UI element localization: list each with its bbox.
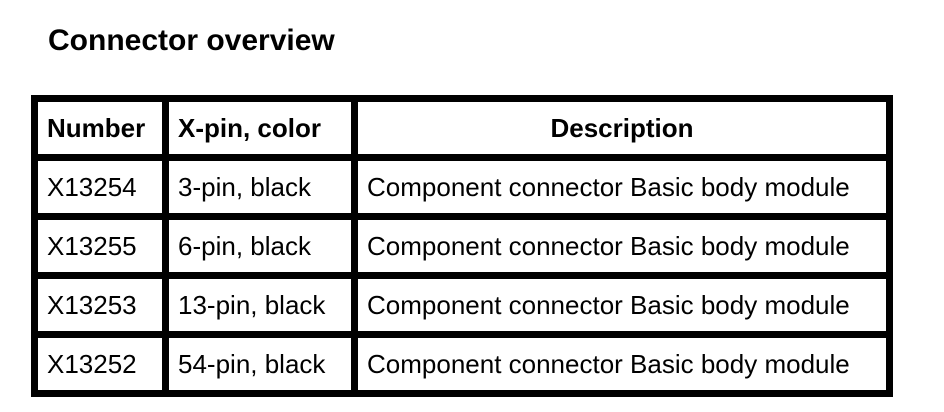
table-row: X13253 13-pin, black Component connector… [31, 272, 893, 338]
column-header-number: Number [31, 95, 169, 161]
cell-number: X13253 [31, 272, 169, 338]
table-row: X13254 3-pin, black Component connector … [31, 154, 893, 220]
cell-pin-color: 13-pin, black [162, 272, 358, 338]
cell-description: Component connector Basic body module [351, 272, 893, 338]
cell-pin-color: 6-pin, black [162, 213, 358, 279]
column-header-description: Description [351, 95, 893, 161]
cell-description: Component connector Basic body module [351, 154, 893, 220]
cell-pin-color: 54-pin, black [162, 331, 358, 397]
cell-number: X13254 [31, 154, 169, 220]
cell-description: Component connector Basic body module [351, 331, 893, 397]
cell-number: X13255 [31, 213, 169, 279]
cell-description: Component connector Basic body module [351, 213, 893, 279]
table-row: X13255 6-pin, black Component connector … [31, 213, 893, 279]
table-header-row: Number X-pin, color Description [31, 95, 893, 161]
page-title: Connector overview [48, 24, 335, 57]
column-header-pin-color: X-pin, color [162, 95, 358, 161]
table-row: X13252 54-pin, black Component connector… [31, 331, 893, 397]
cell-pin-color: 3-pin, black [162, 154, 358, 220]
connector-overview-table: Number X-pin, color Description X13254 3… [31, 95, 893, 397]
cell-number: X13252 [31, 331, 169, 397]
